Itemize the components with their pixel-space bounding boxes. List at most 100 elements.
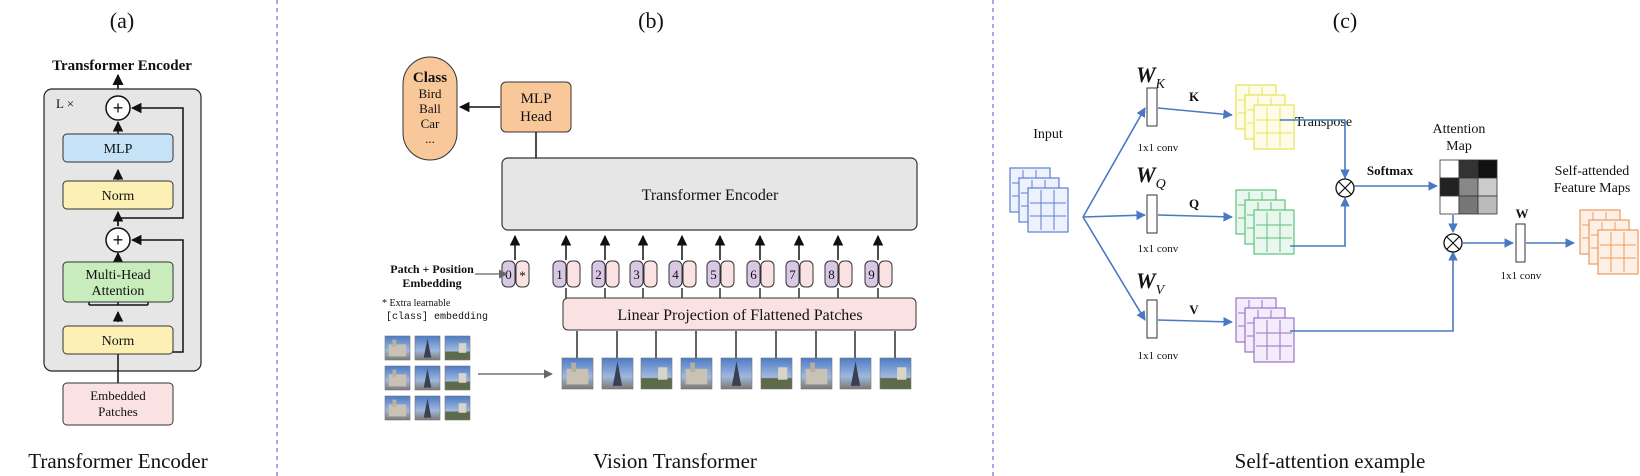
mlp-head-line1: MLP: [521, 91, 552, 107]
grid-patch-7-spire: [423, 398, 432, 418]
attn-cell-1-1: [1458, 177, 1479, 197]
seq-patch-8-spire: [850, 361, 861, 386]
patch-embedding-4: [668, 260, 683, 288]
attn-cell-0-1: [1458, 159, 1479, 179]
seq-patch-3-border: [640, 357, 673, 390]
attn-cell-2-1: [1458, 195, 1479, 215]
panel-a-label: (a): [110, 8, 134, 33]
input-feature-stack: [1009, 167, 1069, 233]
caption-b: Vision Transformer: [593, 449, 757, 473]
key-feature-stack: [1235, 84, 1295, 150]
softmax-label: Softmax: [1367, 163, 1414, 178]
token-2: 2: [591, 234, 620, 298]
attn-cell-2-0: [1439, 195, 1460, 215]
token-7: 7: [785, 234, 814, 298]
class-output: [402, 56, 458, 161]
patch-embedding-9: [864, 260, 879, 288]
panel-c: (c) Input WK WQ WV 1x1 conv 1x1 conv 1x1…: [1009, 8, 1639, 473]
panel-b: (b) Class Bird Ball Car ... MLP Head Tra…: [382, 8, 918, 473]
add-circle-bottom: [105, 227, 131, 253]
note-line2: [class] embedding: [386, 311, 488, 323]
arrow-k-to-mult: [1280, 119, 1350, 179]
panel-b-label: (b): [638, 8, 664, 33]
seq-patch-7-tower: [810, 362, 815, 372]
linear-projection-label: Linear Projection of Flattened Patches: [617, 307, 862, 324]
pe-label-line2: Embedding: [402, 276, 461, 290]
value-feature-stack: [1235, 297, 1295, 363]
position-embedding-5: [720, 260, 735, 288]
seq-patch-3-facade: [658, 367, 668, 380]
conv-w-bar: [1515, 223, 1526, 263]
note-line1: * Extra learnable: [382, 298, 451, 309]
seq-patch-2-border: [601, 357, 634, 390]
grid-patch-2-border: [444, 335, 471, 361]
seq-patch-6-border: [760, 357, 793, 390]
grid-patch-8-border: [444, 395, 471, 421]
seq-patch-4-tower: [690, 362, 695, 372]
output-label-line2: Feature Maps: [1554, 181, 1631, 196]
repeat-label: L ×: [56, 96, 74, 111]
input-label: Input: [1033, 127, 1063, 142]
grid-patch-5-ground: [445, 381, 470, 390]
stack-k-map-2-frame: [1253, 104, 1295, 150]
patch-embedding-8: [824, 260, 839, 288]
embedded-label-line2: Patches: [98, 404, 138, 419]
encoder-heading: Transformer Encoder: [52, 58, 192, 74]
stack-v-map-2: [1253, 317, 1295, 363]
arrow-input-to-k: [1082, 107, 1146, 218]
patch-embedding-7: [785, 260, 800, 288]
grid-patch-3-border: [384, 365, 411, 391]
conv-k-label: 1x1 conv: [1138, 142, 1179, 154]
pe-label-line1: Patch + Position: [390, 262, 474, 276]
conv-k-bar: [1146, 87, 1158, 127]
grid-patch-5: [444, 365, 471, 391]
attn-cell-2-2: [1477, 195, 1498, 215]
grid-patch-6-tower: [392, 399, 397, 407]
stack-input-map-2: [1027, 187, 1069, 233]
norm-label-bottom: Norm: [102, 334, 135, 349]
attn-cell-0-2: [1477, 159, 1498, 179]
norm-block-top: [62, 180, 174, 210]
token-5: 5: [706, 234, 735, 298]
patch-embedding-2: [591, 260, 606, 288]
query-feature-stack: [1235, 189, 1295, 255]
stack-input-map-2-frame: [1027, 187, 1069, 233]
k-label: K: [1189, 89, 1200, 104]
seq-patch-4-border: [680, 357, 713, 390]
multiply-symbol-1: [1338, 181, 1352, 195]
arrow-convv-to-v: [1157, 316, 1233, 327]
token-8: 8: [824, 234, 853, 298]
seq-patch-8-border: [839, 357, 872, 390]
seq-patch-6-facade: [778, 367, 788, 380]
seq-patch-6-ground: [761, 378, 792, 389]
class-item-3: Car: [421, 116, 440, 131]
attn-label-line1: Attention: [1433, 122, 1486, 137]
token-0: 0*: [501, 234, 530, 288]
grid-patch-3-tower: [392, 369, 397, 377]
mha-label-line1: Multi-Head: [85, 268, 150, 283]
position-embedding-9: [878, 260, 893, 288]
stack-k-map-2: [1253, 104, 1295, 150]
token-index-7: 7: [789, 267, 796, 282]
seq-patch-1: [561, 357, 594, 390]
mlp-head-line2: Head: [520, 109, 552, 125]
grid-patch-1-border: [414, 335, 441, 361]
caption-c: Self-attention example: [1235, 449, 1426, 473]
arrow-q-to-mult: [1290, 197, 1350, 247]
token-3: 3: [629, 234, 658, 298]
mlp-label: MLP: [104, 142, 133, 157]
stack-q-map-2: [1253, 209, 1295, 255]
panel-c-label: (c): [1333, 8, 1357, 33]
seq-patch-9-ground: [880, 378, 911, 389]
conv-q-label: 1x1 conv: [1138, 243, 1179, 255]
grid-patch-2-facade: [458, 343, 467, 353]
attn-cell-1-0: [1439, 177, 1460, 197]
embedded-label-line1: Embedded: [90, 388, 146, 403]
attn-label-line2: Map: [1446, 139, 1472, 154]
seq-patch-1-border: [561, 357, 594, 390]
wk-label: WK: [1136, 62, 1166, 92]
grid-patch-7-border: [414, 395, 441, 421]
grid-patch-4-spire: [423, 368, 432, 388]
conv-v-label: 1x1 conv: [1138, 350, 1179, 362]
